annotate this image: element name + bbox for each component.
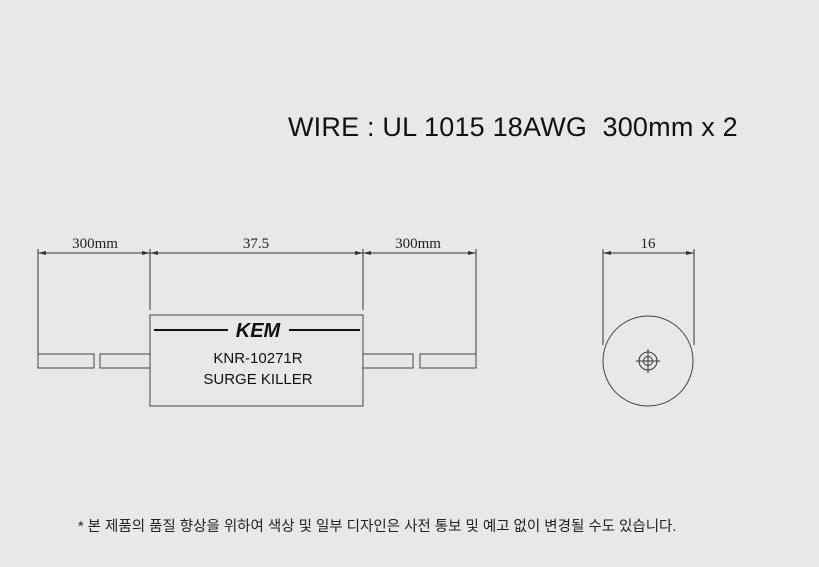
footnote: * 본 제품의 품질 향상을 위하여 색상 및 일부 디자인은 사전 통보 및 …	[78, 519, 677, 535]
arrow-head	[686, 251, 694, 255]
dimension-right-lead: 300mm	[395, 236, 441, 252]
arrow-head	[603, 251, 611, 255]
brand-logo: KEM	[236, 320, 282, 342]
crosshair-icon	[636, 349, 660, 373]
component-type: SURGE KILLER	[203, 371, 312, 388]
dimension-left-lead: 300mm	[72, 236, 118, 252]
arrow-head	[468, 251, 476, 255]
dimension-arrows	[38, 251, 694, 255]
arrow-head	[142, 251, 150, 255]
lead-wire-right-outer	[419, 353, 477, 369]
arrow-head	[38, 251, 46, 255]
arrow-head	[150, 251, 158, 255]
dimension-diameter: 16	[641, 236, 657, 252]
arrow-head	[363, 251, 371, 255]
lead-wire-left-inner	[99, 353, 151, 369]
wire-spec-title: WIRE : UL 1015 18AWG 300mm x 2	[288, 112, 738, 142]
lead-wire-left-outer	[37, 353, 95, 369]
lead-wire-right-inner	[362, 353, 414, 369]
model-number: KNR-10271R	[213, 350, 302, 367]
arrow-head	[355, 251, 363, 255]
dimension-body-length: 37.5	[243, 236, 269, 252]
